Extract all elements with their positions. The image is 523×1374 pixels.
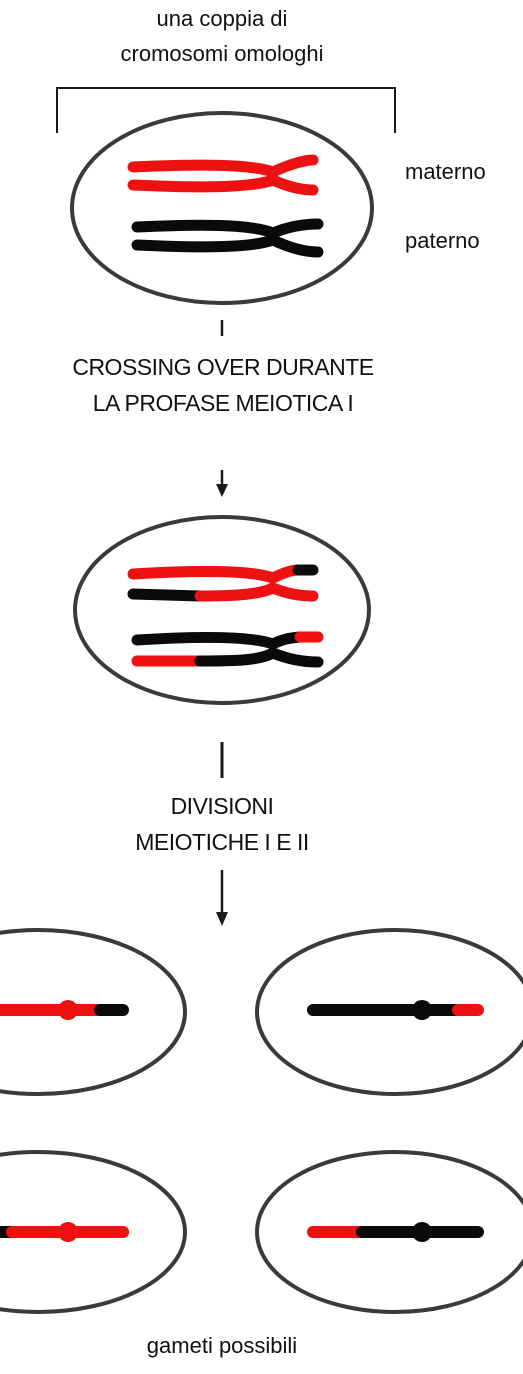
cell-2-membrane xyxy=(73,515,371,705)
gamete-top-left xyxy=(0,928,187,1096)
cell-after-crossing-over xyxy=(73,515,371,705)
arrow-down-icon xyxy=(216,870,228,926)
maternal-chromosome xyxy=(127,154,319,196)
recombinant-chromosome-1 xyxy=(127,564,319,602)
gamete-bottom-right xyxy=(255,1150,523,1314)
gamete-membrane xyxy=(0,1150,187,1314)
gamete-membrane xyxy=(255,928,523,1096)
crossing-over-label-line-2: LA PROFASE MEIOTICA I xyxy=(92,390,354,416)
meiotic-division-label-line-1: DIVISIONI xyxy=(170,793,274,819)
cell-homologous-pair xyxy=(70,111,374,305)
paternal-chromosome xyxy=(131,218,324,258)
arrow-down-icon xyxy=(216,470,228,497)
crossing-over-label-line-1: CROSSING OVER DURANTE xyxy=(72,354,374,380)
paternal-label: paterno xyxy=(405,228,480,253)
gamete-membrane xyxy=(255,1150,523,1314)
gamete-top-right xyxy=(255,928,523,1096)
meiotic-division-label-line-2: MEIOTICHE I E II xyxy=(135,829,309,855)
gamete-bottom-left xyxy=(0,1150,187,1314)
homolog-pair-bracket xyxy=(56,87,396,133)
maternal-label: materno xyxy=(405,159,486,184)
header-line-2: cromosomi omologhi xyxy=(120,41,324,66)
gametes-caption: gameti possibili xyxy=(146,1333,298,1358)
cell-1-membrane xyxy=(70,111,374,305)
header-line-1: una coppia di xyxy=(156,6,288,31)
recombinant-chromosome-2 xyxy=(131,631,324,668)
gamete-membrane xyxy=(0,928,187,1096)
